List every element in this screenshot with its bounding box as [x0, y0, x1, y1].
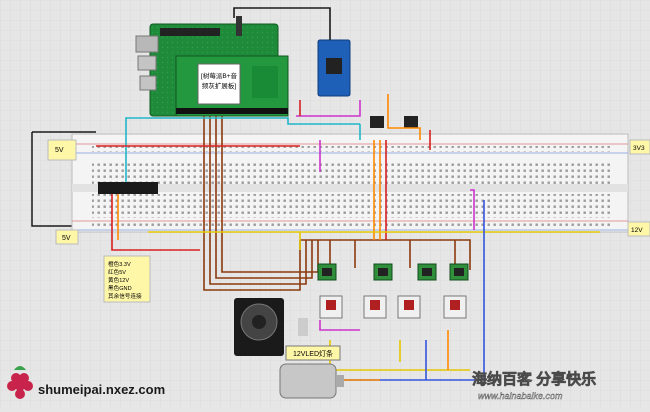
expansion-board-label-line2: 频灰扩展板]: [202, 81, 237, 90]
mosfet-module: [319, 295, 343, 319]
label-5v-top: 5V: [47, 139, 77, 161]
breadboard: [71, 133, 629, 233]
gpio-header: [98, 182, 158, 194]
sensor-modules: [370, 116, 418, 128]
watermark-title: 海纳百客 分享快乐: [472, 370, 596, 388]
mosfet-module: [363, 295, 387, 319]
mosfet-module: [443, 295, 467, 319]
svg-text:5V: 5V: [62, 235, 71, 242]
relay-module: [417, 263, 437, 281]
wire-legend-line: 黄色12V: [108, 276, 129, 284]
mosfet-module: [397, 295, 421, 319]
svg-text:12V: 12V: [631, 227, 643, 234]
label-12v: 12V: [627, 221, 650, 237]
arduino-pro-mini: [317, 39, 351, 97]
wire-legend-line: 红色5V: [108, 268, 126, 276]
expansion-board: [175, 55, 289, 117]
label-5v-bottom: 5V: [55, 229, 79, 245]
expansion-board-label-line1: [树莓派B+音: [201, 71, 237, 80]
relay-module: [373, 263, 393, 281]
wire-legend-line: 其余信号连接: [108, 292, 142, 300]
wire-legend-line: 黑色GND: [108, 284, 132, 292]
led-strip-label: 12VLED灯条: [293, 349, 333, 358]
watermark-url: www.hainabaike.com: [478, 391, 563, 401]
relay-module: [317, 263, 337, 281]
svg-text:5V: 5V: [55, 147, 64, 154]
wire-legend-line: 橙色3.3V: [108, 260, 131, 268]
left-power-loop: [31, 131, 96, 227]
relay-module: [449, 263, 469, 281]
label-3v3: 3V3: [629, 139, 650, 155]
svg-text:3V3: 3V3: [633, 145, 645, 152]
brand-watermark: shumeipai.nxez.com: [38, 382, 165, 397]
dc-motor-icon: [279, 363, 344, 399]
speaker-icon: [234, 298, 284, 356]
mosfet-modules: [319, 295, 467, 319]
led-strip: 12VLED灯条: [285, 318, 341, 361]
relay-modules: [317, 263, 469, 281]
raspberry-logo-icon: [7, 366, 33, 399]
